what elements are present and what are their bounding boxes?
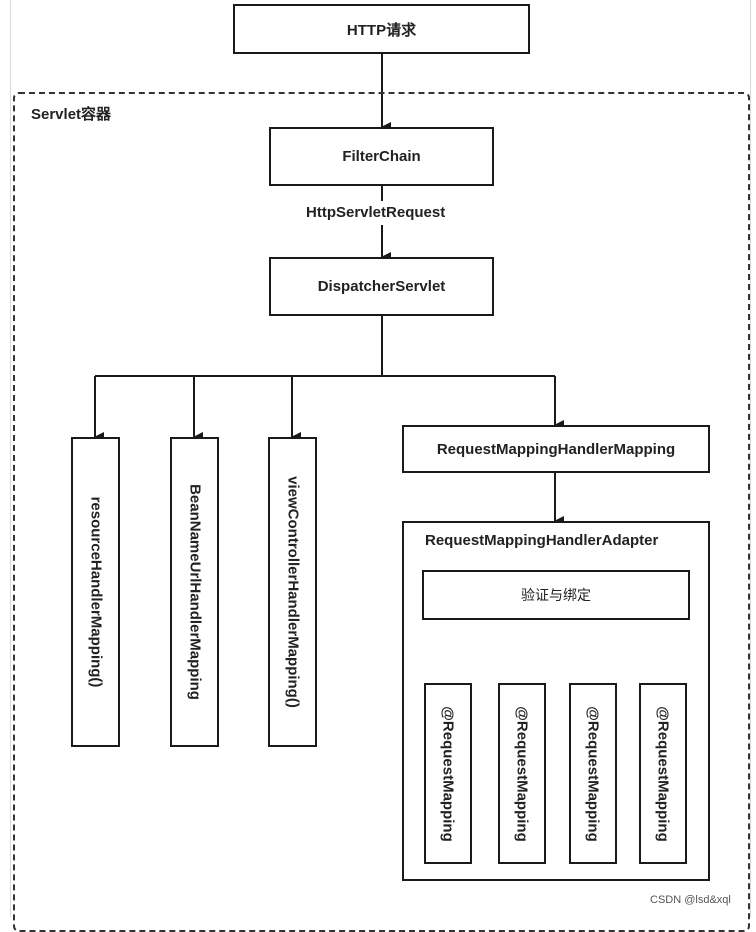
http-request-label: HTTP请求 (346, 21, 417, 39)
request-mapping-box-1: @RequestMapping (424, 683, 472, 864)
frame-left-line (10, 0, 11, 917)
http-request-box: HTTP请求 (233, 4, 530, 54)
csdn-watermark: CSDN @lsd&xql (650, 894, 731, 906)
filterchain-box: FilterChain (269, 127, 494, 186)
bean-name-url-handler-mapping-label: BeanNameUrlHandlerMapping (186, 484, 203, 700)
view-controller-handler-mapping-label: viewControllerHandlerMapping() (284, 476, 301, 708)
request-mapping-box-2: @RequestMapping (498, 683, 546, 864)
resource-handler-mapping-box: resourceHandlerMapping() (71, 437, 120, 747)
request-mapping-handler-adapter-label: RequestMappingHandlerAdapter (425, 532, 659, 549)
dispatcher-servlet-box: DispatcherServlet (269, 257, 494, 316)
request-mapping-label-3: @RequestMapping (584, 705, 602, 842)
request-mapping-label-1: @RequestMapping (439, 705, 457, 842)
servlet-container-label: Servlet容器 (31, 106, 112, 123)
dispatcher-servlet-label: DispatcherServlet (317, 278, 446, 295)
request-mapping-box-3: @RequestMapping (569, 683, 617, 864)
frame-right-line (750, 0, 751, 917)
resource-handler-mapping-label: resourceHandlerMapping() (87, 496, 104, 688)
validate-and-bind-label: 验证与绑定 (521, 587, 591, 603)
request-mapping-box-4: @RequestMapping (639, 683, 687, 864)
validate-and-bind-box: 验证与绑定 (422, 570, 690, 620)
http-servlet-request-label: HttpServletRequest (306, 204, 446, 221)
request-mapping-handler-mapping-box: RequestMappingHandlerMapping (402, 425, 710, 473)
request-mapping-handler-mapping-label: RequestMappingHandlerMapping (436, 440, 676, 458)
filterchain-label: FilterChain (342, 148, 421, 165)
bean-name-url-handler-mapping-box: BeanNameUrlHandlerMapping (170, 437, 219, 747)
request-mapping-label-2: @RequestMapping (513, 705, 531, 842)
request-mapping-label-4: @RequestMapping (654, 705, 672, 842)
view-controller-handler-mapping-box: viewControllerHandlerMapping() (268, 437, 317, 747)
